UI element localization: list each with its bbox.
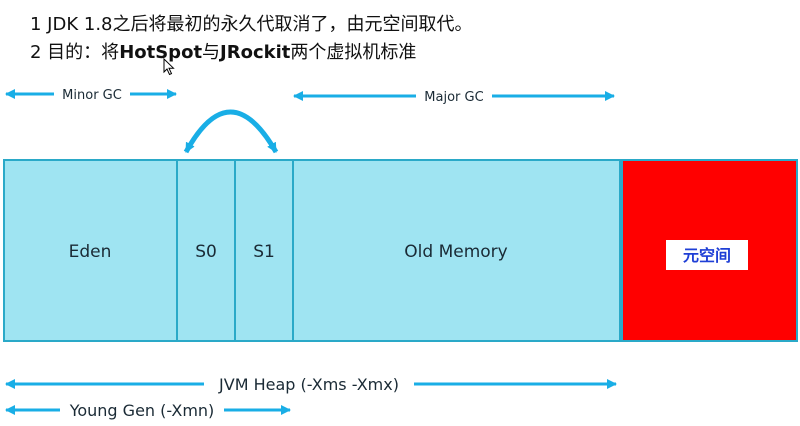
major-gc-label-bg xyxy=(416,86,492,106)
note-line-2-mid: 与 xyxy=(202,42,221,63)
jvm-heap-span: JVM Heap (-Xms -Xmx) xyxy=(5,373,617,395)
jvm-heap-label: JVM Heap (-Xms -Xmx) xyxy=(218,375,399,394)
minor-gc-span: Minor GC xyxy=(5,84,177,104)
major-gc-span: Major GC xyxy=(293,86,615,106)
s1-label: S1 xyxy=(253,242,275,262)
eden-region xyxy=(3,159,178,342)
metaspace-label: 元空间 xyxy=(683,246,731,265)
young-gen-label: Young Gen (-Xmn) xyxy=(69,401,215,420)
hotspot-label: HotSpot xyxy=(119,42,203,63)
note-line-2-suffix: 两个虚拟机标准 xyxy=(290,42,417,63)
young-gen-span: Young Gen (-Xmn) xyxy=(5,399,291,421)
mouse-pointer-icon xyxy=(163,58,175,76)
major-gc-label: Major GC xyxy=(424,90,483,105)
minor-gc-label-bg xyxy=(54,84,130,104)
note-line-1: 1 JDK 1.8之后将最初的永久代取消了，由元空间取代。 xyxy=(30,10,473,36)
s0-label: S0 xyxy=(195,242,217,262)
old-memory-label: Old Memory xyxy=(404,242,507,262)
metaspace-label-bg xyxy=(666,240,748,270)
minor-gc-label: Minor GC xyxy=(62,88,122,103)
eden-label: Eden xyxy=(69,242,112,262)
young-gen-label-bg xyxy=(60,399,224,421)
note-line-2: 2 目的：将HotSpot与JRockit两个虚拟机标准 xyxy=(30,38,416,64)
note-line-2-prefix: 2 目的：将 xyxy=(30,42,120,63)
note-line-1-text: 1 JDK 1.8之后将最初的永久代取消了，由元空间取代。 xyxy=(30,14,473,35)
metaspace-region xyxy=(621,159,798,342)
s1-region xyxy=(234,159,294,342)
jrockit-label: JRockit xyxy=(220,42,291,63)
old-memory-region xyxy=(292,159,621,342)
jvm-heap-label-bg xyxy=(204,373,414,395)
curved-double-arrow-icon xyxy=(183,109,279,154)
